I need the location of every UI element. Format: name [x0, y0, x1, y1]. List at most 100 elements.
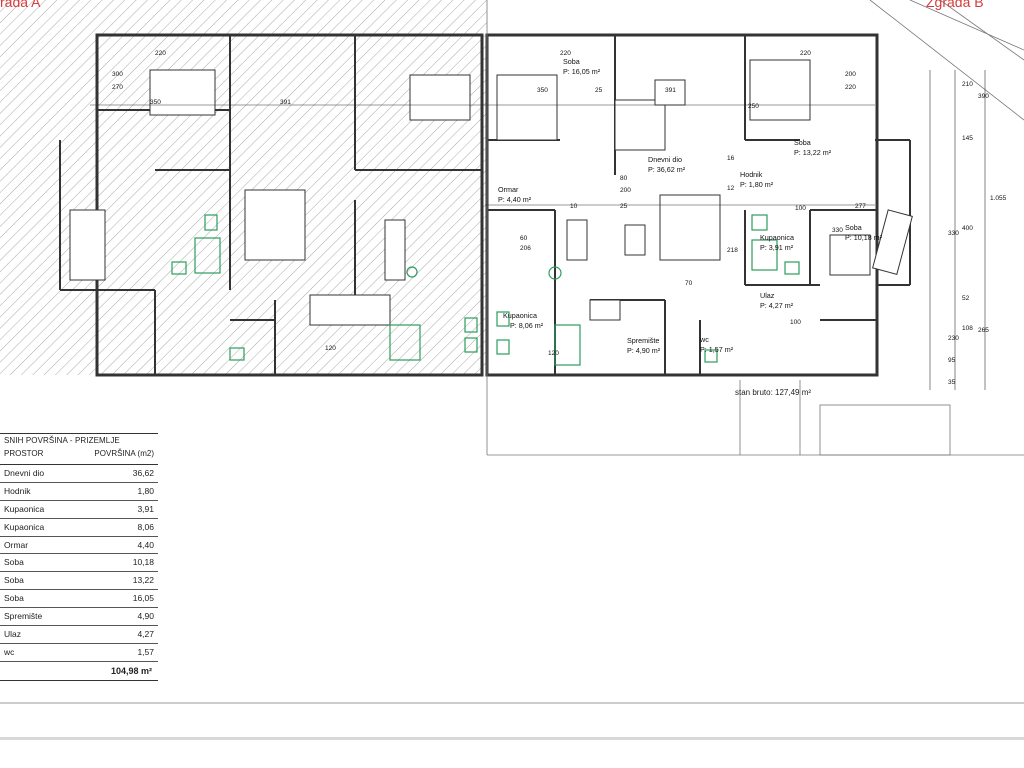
dim-label: 210 — [962, 81, 973, 88]
dim-label: 270 — [112, 84, 123, 91]
dim-label: 120 — [548, 350, 559, 357]
col-area-header: POVRŠINA (m2) — [94, 449, 154, 458]
dim-label: 12 — [727, 185, 735, 192]
row-room: wc — [4, 646, 15, 657]
dim-label: 52 — [962, 295, 970, 302]
table-row: Soba 16,05 — [0, 590, 158, 609]
dim-label: 108 — [962, 325, 973, 332]
row-room: Soba — [4, 575, 24, 586]
building-b-label: Zgrada B — [926, 0, 984, 10]
dim-label: 391 — [280, 99, 291, 106]
dimension-labels: 350 391 391 350 220 220 220 25 300 270 2… — [112, 50, 1007, 386]
building-a-outer-wall — [95, 33, 484, 377]
row-area: 1,57 — [137, 646, 154, 657]
row-area: 4,40 — [137, 539, 154, 550]
dim-label: 145 — [962, 135, 973, 142]
building-b-sanitary — [496, 214, 800, 366]
row-area: 16,05 — [132, 593, 154, 604]
dim-label: 220 — [800, 50, 811, 57]
dim-label: 10 — [570, 203, 578, 210]
dim-label: 265 — [978, 327, 989, 334]
dim-label: 120 — [325, 345, 336, 352]
room-hodnik-area: P: 1,80 m² — [740, 180, 774, 189]
dim-label: 100 — [795, 205, 806, 212]
building-a-label: rada A — [0, 0, 41, 10]
dim-label: 1.055 — [990, 195, 1007, 202]
dim-label: 60 — [520, 235, 528, 242]
table-row: Kupaonica 3,91 — [0, 501, 158, 519]
row-area: 1,80 — [137, 485, 154, 496]
room-soba1-area: P: 16,05 m² — [563, 67, 601, 76]
row-area: 3,91 — [137, 503, 154, 514]
area-table: SNIH POVRŠINA - PRIZEMLJE PROSTOR POVRŠI… — [0, 433, 158, 681]
row-area: 36,62 — [132, 468, 154, 478]
site-lines — [0, 0, 1024, 704]
dim-label: 206 — [520, 245, 531, 252]
area-table-title: SNIH POVRŠINA - PRIZEMLJE — [0, 433, 158, 446]
building-b-walls — [487, 35, 911, 375]
room-kup2-name: Kupaonica — [503, 311, 537, 320]
dim-label: 220 — [560, 50, 571, 57]
dim-label: 350 — [150, 99, 161, 106]
row-room: Soba — [4, 593, 24, 604]
row-area: 4,27 — [137, 629, 154, 640]
table-row: Ulaz 4,27 — [0, 626, 158, 644]
dim-label: 70 — [685, 280, 693, 287]
dim-label: 218 — [727, 247, 738, 254]
table-row: Ormar 4,40 — [0, 537, 158, 555]
row-room: Soba — [4, 557, 24, 568]
row-room: Kupaonica — [4, 521, 45, 532]
room-kup2-area: P: 8,06 m² — [510, 321, 544, 330]
dim-label: 200 — [845, 71, 856, 78]
dim-label: 400 — [962, 225, 973, 232]
room-hodnik-name: Hodnik — [740, 170, 763, 179]
room-ulaz-area: P: 4,27 m² — [760, 301, 794, 310]
page-bottom-divider — [0, 737, 1024, 740]
dimension-lines — [90, 70, 986, 390]
dim-label: 16 — [727, 155, 735, 162]
dim-label: 80 — [620, 175, 628, 182]
dim-label: 390 — [978, 93, 989, 100]
room-dnevni-name: Dnevni dio — [648, 155, 682, 164]
room-soba2-area: P: 13,22 m² — [794, 148, 832, 157]
dim-label: 220 — [155, 50, 166, 57]
row-room: Ormar — [4, 539, 29, 550]
dim-label: 391 — [665, 87, 676, 94]
room-dnevni-area: P: 36,62 m² — [648, 165, 686, 174]
dim-label: 330 — [948, 230, 959, 237]
row-room: Kupaonica — [4, 503, 45, 514]
dim-label: 220 — [845, 84, 856, 91]
room-ormar-name: Ormar — [498, 185, 519, 194]
room-sprem-name: Spremište — [627, 336, 659, 345]
gross-area-label: stan bruto: 127,49 m² — [735, 388, 812, 397]
building-a-hatch — [0, 0, 487, 375]
table-row: wc 1,57 — [0, 644, 158, 662]
row-room: Spremište — [4, 611, 43, 622]
room-soba3-name: Soba — [845, 223, 862, 232]
dim-label: 300 — [112, 71, 123, 78]
room-soba3-area: P: 10,18 m² — [845, 233, 883, 242]
dim-label: 35 — [948, 379, 956, 386]
dim-label: 200 — [620, 187, 631, 194]
room-soba1-name: Soba — [563, 57, 580, 66]
room-wc-area: P: 1,57 m² — [700, 345, 734, 354]
dim-label: 277 — [855, 203, 866, 210]
dim-label: 25 — [620, 203, 628, 210]
row-room: Hodnik — [4, 485, 31, 496]
dim-label: 250 — [748, 103, 759, 110]
dim-label: 100 — [790, 319, 801, 326]
room-labels: Soba P: 16,05 m² Dnevni dio P: 36,62 m² … — [498, 57, 883, 355]
room-kup1-area: P: 3,91 m² — [760, 243, 794, 252]
row-room: Ulaz — [4, 629, 22, 640]
area-table-total: 104,98 m² — [0, 662, 158, 681]
dim-label: 330 — [832, 227, 843, 234]
room-ormar-area: P: 4,40 m² — [498, 195, 532, 204]
table-row: Soba 13,22 — [0, 572, 158, 591]
building-a-furniture — [69, 69, 471, 326]
row-area: 13,22 — [132, 575, 154, 586]
room-soba2-name: Soba — [794, 138, 811, 147]
